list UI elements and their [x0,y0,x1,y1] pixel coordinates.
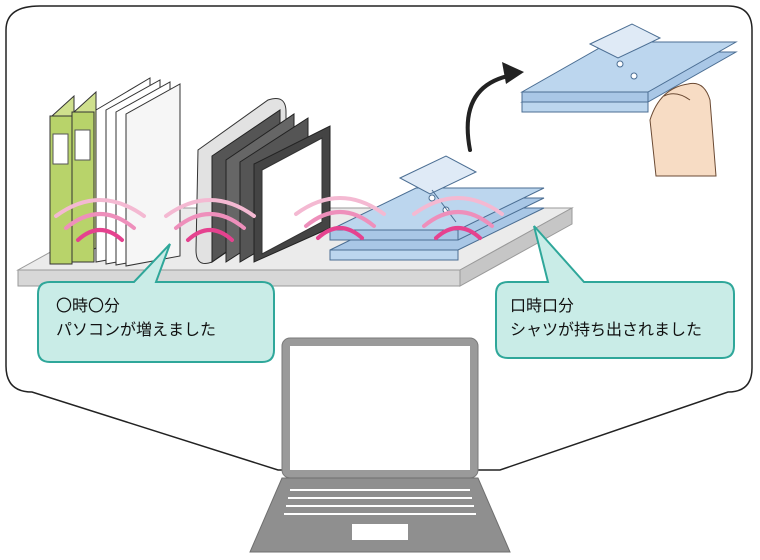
curved-arrow-icon [465,62,524,152]
callout-right-time: 口時口分 [510,296,575,315]
pc-stack [195,98,331,264]
callout-left-message: パソコンが増えました [56,320,217,339]
laptop-icon [249,337,511,553]
hand [649,82,717,177]
callout-right-message: シャツが持ち出されました [510,320,703,339]
rfid-wave-icon [54,196,504,242]
callout-right [495,225,735,359]
callout-left-time: 〇時〇分 [56,296,121,315]
binders [49,77,181,267]
laptop-trackpad [352,524,408,540]
callout-left-text: 〇時〇分 パソコンが増えました [56,294,216,342]
callout-left [37,243,275,363]
carried-shirts [520,23,738,113]
callout-right-text: 口時口分 シャツが持ち出されました [510,294,702,342]
laptop-keyboard [284,489,476,515]
